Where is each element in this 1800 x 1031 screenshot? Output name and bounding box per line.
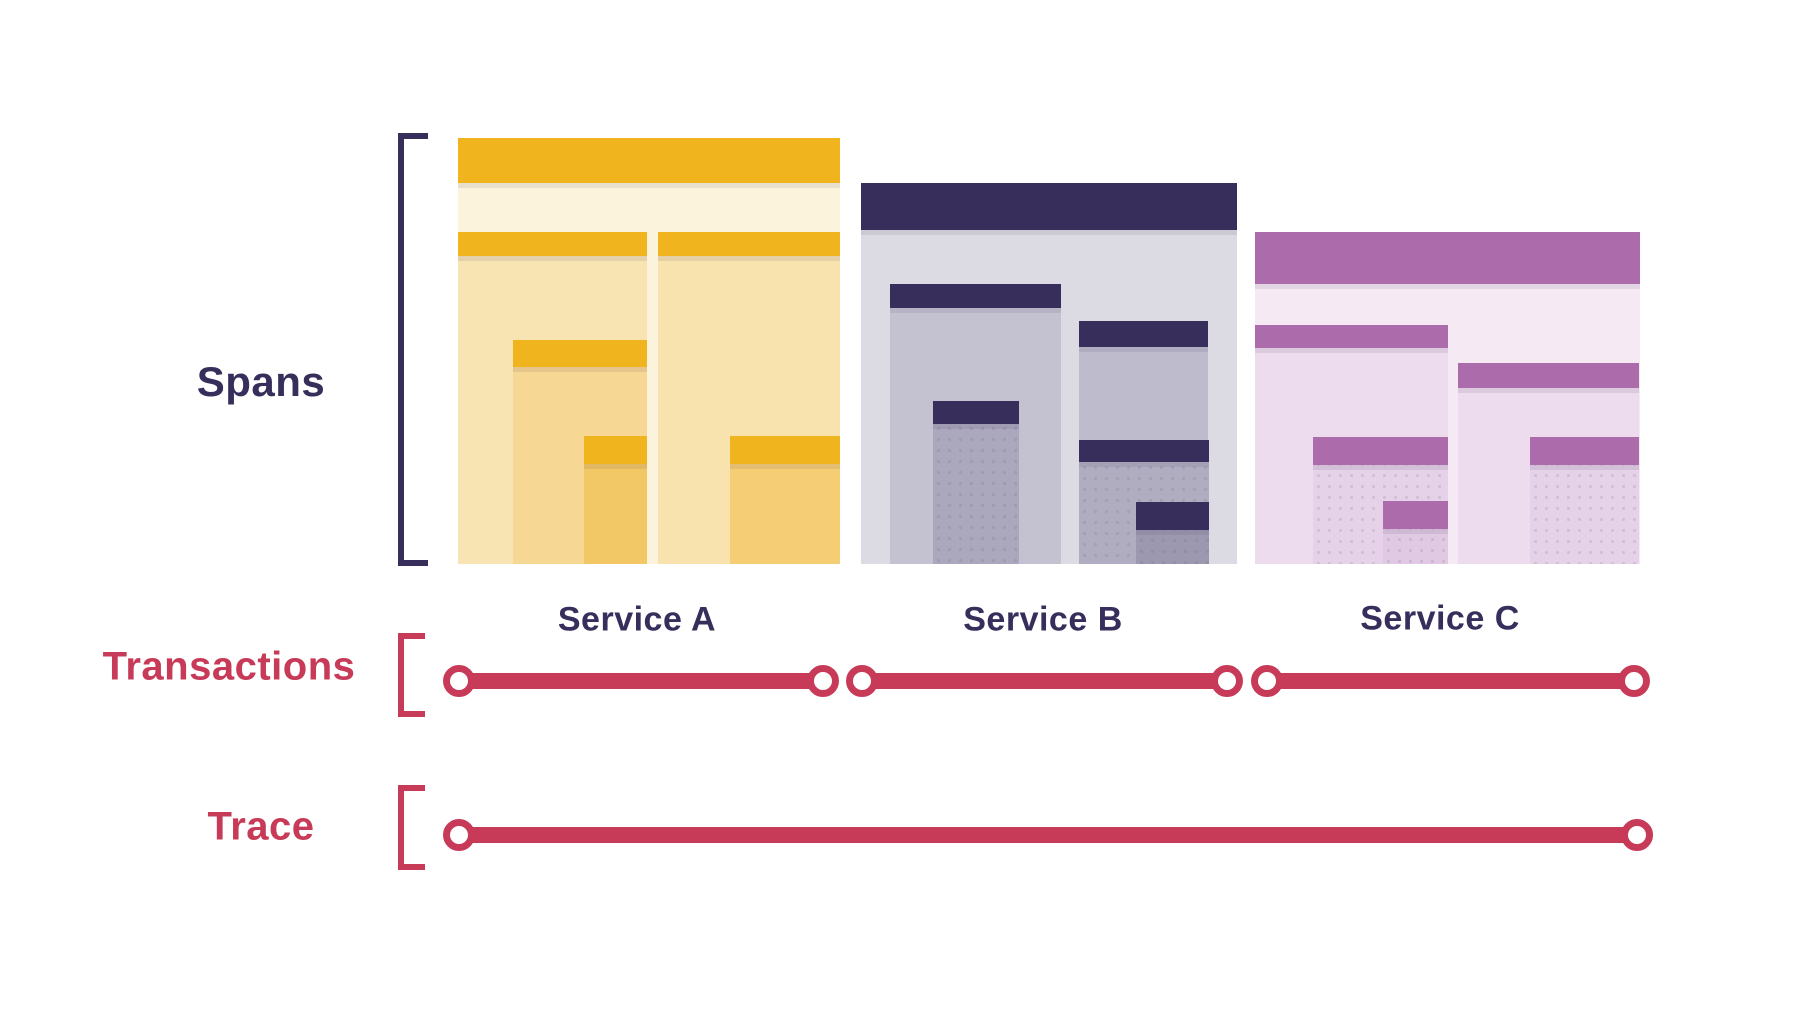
span-bar (658, 232, 840, 256)
service-a-label: Service A (557, 600, 717, 639)
transaction-line (459, 673, 823, 689)
span-bar (1383, 501, 1448, 529)
span-bar (1530, 437, 1639, 465)
span-bar (730, 436, 840, 464)
span-bar (458, 138, 840, 183)
service-b-label: Service B (963, 600, 1123, 639)
span-bar (1255, 325, 1448, 348)
line-endpoint-circle (1621, 819, 1653, 851)
line-endpoint-circle (1211, 665, 1243, 697)
line-endpoint-circle (443, 819, 475, 851)
span-bar (584, 436, 647, 464)
spans-label: Spans (196, 358, 326, 405)
line-endpoint-circle (807, 665, 839, 697)
span-bar (458, 232, 647, 256)
transactions-label: Transactions (102, 644, 356, 689)
service-c-label: Service C (1360, 599, 1520, 638)
span-bar (513, 340, 647, 367)
transactions-bracket (398, 633, 425, 717)
transaction-line (1267, 673, 1634, 689)
span-body (933, 401, 1019, 564)
span-bar (1458, 363, 1639, 388)
line-endpoint-circle (846, 665, 878, 697)
line-endpoint-circle (1251, 665, 1283, 697)
span-bar (1313, 437, 1448, 465)
span-bar (1079, 321, 1208, 347)
span-bar (1255, 232, 1640, 284)
trace-line (459, 827, 1637, 843)
transaction-line (862, 673, 1227, 689)
trace-bracket (398, 785, 425, 870)
span-bar (1136, 502, 1209, 530)
line-endpoint-circle (443, 665, 475, 697)
span-bar (1079, 440, 1209, 462)
span-bar (890, 284, 1061, 308)
spans-bracket (398, 133, 428, 566)
line-endpoint-circle (1618, 665, 1650, 697)
trace-label: Trace (207, 804, 315, 849)
span-bar (861, 183, 1237, 230)
span-bar (933, 401, 1019, 424)
